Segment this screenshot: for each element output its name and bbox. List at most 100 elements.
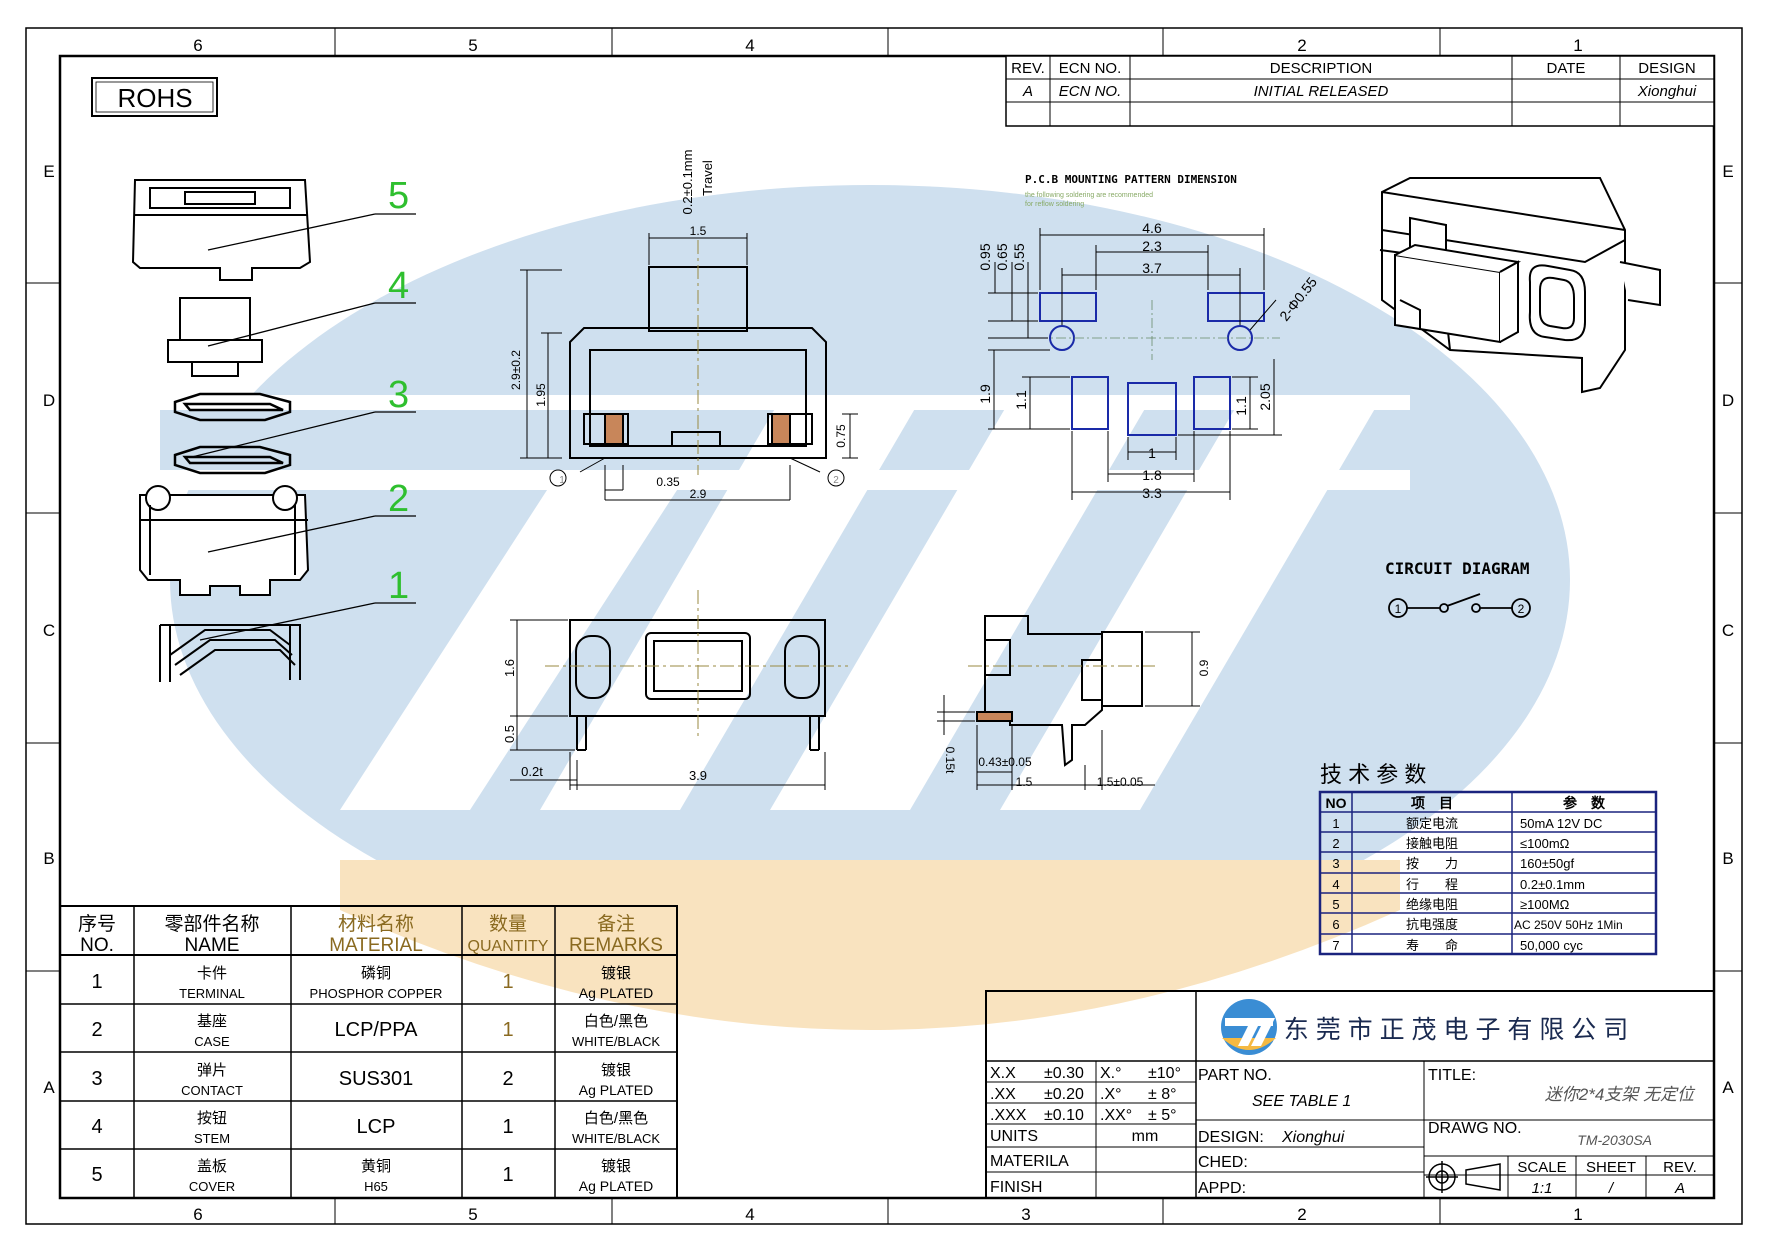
pcb-dim: 4.6 (1142, 220, 1162, 236)
pcb-dim: 2.3 (1142, 238, 1162, 254)
bottom-dim-0-2t: 0.2t (521, 764, 543, 779)
part-label-2: 2 (388, 478, 409, 520)
svg-text:3: 3 (1332, 856, 1339, 871)
pcb-dim: 1.9 (977, 384, 993, 404)
title-label: TITLE: (1428, 1067, 1476, 1084)
row-label: B (1722, 849, 1733, 868)
part-label-4: 4 (388, 265, 409, 307)
tech-header: NO (1326, 795, 1347, 811)
svg-text:4: 4 (91, 1116, 102, 1138)
svg-text:PHOSPHOR COPPER: PHOSPHOR COPPER (310, 986, 443, 1001)
svg-text:≤100mΩ: ≤100mΩ (1520, 836, 1570, 851)
svg-text:镀银: 镀银 (601, 1062, 631, 1079)
col-label: 2 (1297, 36, 1306, 55)
svg-text:卡件: 卡件 (197, 965, 227, 982)
pcb-dim: 1.8 (1142, 467, 1162, 483)
grid-labels: 6 5 4 2 1 6 5 4 3 2 1 E D C B A E D C B … (43, 36, 1734, 1224)
svg-text:160±50gf: 160±50gf (1520, 856, 1575, 871)
svg-text:接触电阻: 接触电阻 (1406, 836, 1458, 851)
svg-text:±0.10: ±0.10 (1044, 1107, 1084, 1124)
finish-label: FINISH (990, 1179, 1042, 1196)
pcb-dim: 2.05 (1257, 383, 1273, 410)
scale-value: 1:1 (1532, 1180, 1553, 1197)
circuit-title: CIRCUIT DIAGRAM (1385, 559, 1530, 578)
pcb-dim: 1.1 (1013, 390, 1029, 410)
ecn-header: ECN NO. (1059, 60, 1122, 77)
pcb-dim: 1.1 (1233, 396, 1249, 416)
pcb-dim: 0.55 (1011, 243, 1027, 270)
svg-text:白色/黑色: 白色/黑色 (584, 1013, 648, 1030)
svg-text:盖板: 盖板 (197, 1157, 227, 1175)
pin-1-label: 1 (559, 475, 565, 486)
row-label: B (43, 849, 54, 868)
materila-label: MATERILA (990, 1153, 1069, 1170)
svg-text:弹片: 弹片 (197, 1062, 227, 1079)
row-label: D (43, 391, 55, 410)
ecn-value: ECN NO. (1059, 83, 1122, 100)
svg-text:WHITE/BLACK: WHITE/BLACK (572, 1034, 660, 1049)
col-label: 4 (745, 1205, 754, 1224)
svg-text:基座: 基座 (197, 1013, 227, 1030)
rev-value-block: A (1674, 1180, 1685, 1197)
col-label: 2 (1297, 1205, 1306, 1224)
travel-word: Travel (700, 160, 715, 196)
svg-text:按 力: 按 力 (1406, 856, 1458, 871)
sheet-value: / (1608, 1180, 1615, 1197)
svg-text:LCP: LCP (357, 1116, 396, 1138)
col-label: 1 (1573, 1205, 1582, 1224)
svg-text:白色/黑色: 白色/黑色 (584, 1110, 648, 1127)
svg-text:1: 1 (91, 971, 102, 993)
design-value: Xionghui (1637, 83, 1697, 100)
bom-header: REMARKS (569, 935, 663, 956)
bom-header: QUANTITY (468, 938, 549, 955)
side-dim-0-9: 0.9 (1197, 659, 1211, 676)
bottom-dim-0-5: 0.5 (502, 725, 517, 743)
svg-text:5: 5 (1332, 897, 1339, 912)
date-header: DATE (1547, 60, 1586, 77)
svg-text:50mA 12V DC: 50mA 12V DC (1520, 816, 1602, 831)
circuit-diagram: CIRCUIT DIAGRAM 1 2 (1385, 559, 1531, 618)
col-label: 6 (193, 36, 202, 55)
bottom-dim-3-9: 3.9 (689, 768, 707, 783)
side-dim-0-43: 0.43±0.05 (978, 755, 1032, 769)
part-no-label: PART NO. (1198, 1067, 1272, 1084)
bottom-view: 1.6 0.5 0.2t 3.9 (502, 590, 848, 790)
svg-text:抗电强度: 抗电强度 (1406, 917, 1458, 932)
company-logo-icon (1221, 999, 1277, 1055)
rev-label: REV. (1663, 1159, 1697, 1176)
side-view: 0.9 0.15t 0.43±0.05 1.5 1.5±0.05 (937, 615, 1211, 790)
svg-text:按钮: 按钮 (197, 1110, 227, 1127)
tech-header: 参 数 (1563, 795, 1606, 811)
svg-text:X.°: X.° (1100, 1065, 1122, 1082)
row-label: A (43, 1078, 55, 1097)
watermark-logo (160, 185, 1570, 1030)
exploded-view: 5 4 3 2 1 (131, 175, 416, 682)
front-view: 1.5 2.9±0.2 1.95 0.75 0.35 2.9 1 2 0.2±0… (509, 150, 858, 501)
svg-text:7: 7 (1332, 938, 1339, 953)
bom-table: 序号 NO. 零部件名称 NAME 材料名称 MATERIAL 数量 QUANT… (59, 905, 678, 1199)
svg-text:1: 1 (502, 1019, 513, 1041)
pcb-title: P.C.B MOUNTING PATTERN DIMENSION (1025, 173, 1237, 186)
bottom-dim-1-6: 1.6 (502, 659, 517, 677)
row-label: A (1722, 1078, 1734, 1097)
drawg-label: DRAWG NO. (1428, 1120, 1522, 1137)
svg-text:≥100MΩ: ≥100MΩ (1520, 897, 1570, 912)
svg-text:± 8°: ± 8° (1148, 1086, 1177, 1103)
part-label-3: 3 (388, 374, 409, 416)
pcb-dim: 0.95 (977, 243, 993, 270)
appd-label: APPD: (1198, 1180, 1246, 1197)
circuit-pin-2: 2 (1518, 602, 1525, 616)
dim-0-75: 0.75 (834, 424, 848, 448)
bom-rows: 1 卡件 TERMINAL 磷铜 PHOSPHOR COPPER 1 镀银 Ag… (91, 965, 660, 1194)
ched-label: CHED: (1198, 1154, 1248, 1171)
company-name: 东 莞 市 正 茂 电 子 有 限 公 司 (1284, 1016, 1628, 1044)
part-label-1: 1 (388, 565, 409, 607)
col-label: 5 (468, 36, 477, 55)
svg-text:0.2±0.1mm: 0.2±0.1mm (1520, 877, 1585, 892)
svg-text:±0.30: ±0.30 (1044, 1065, 1084, 1082)
bom-header: NO. (80, 935, 114, 956)
description-value: INITIAL RELEASED (1254, 83, 1389, 100)
units-label: UNITS (990, 1128, 1038, 1145)
svg-text:Ag PLATED: Ag PLATED (579, 985, 653, 1001)
